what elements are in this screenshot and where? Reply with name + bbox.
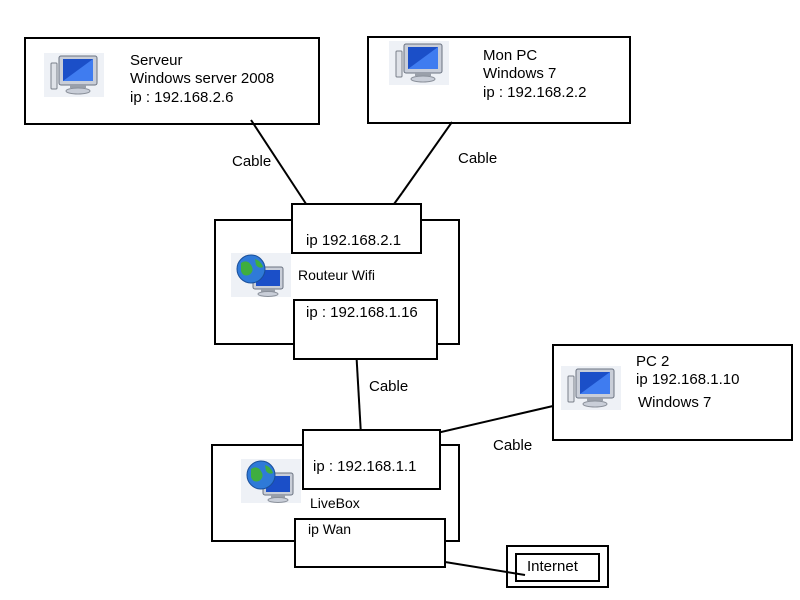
serveur-os: Windows server 2008 xyxy=(130,70,275,87)
wire-serveur-routeur xyxy=(250,119,313,214)
monpc-name: Mon PC xyxy=(483,47,538,64)
network-globe-computer-icon xyxy=(231,253,291,297)
livebox-wan-ip: ip Wan xyxy=(308,521,352,537)
cable-label: Cable xyxy=(493,437,533,454)
cable-label: Cable xyxy=(458,150,498,167)
livebox-name: LiveBox xyxy=(310,495,360,511)
routeur-lan-port xyxy=(291,203,422,254)
node-monpc xyxy=(367,36,631,124)
internet-inner-frame xyxy=(515,553,600,582)
pc2-name: PC 2 xyxy=(636,353,670,370)
serveur-ip: ip : 192.168.2.6 xyxy=(130,89,234,106)
node-pc2 xyxy=(552,344,793,441)
routeur-name: Routeur Wifi xyxy=(298,267,376,283)
computer-icon xyxy=(561,366,621,410)
routeur-wan-ip: ip : 192.168.1.16 xyxy=(306,304,418,321)
internet-label: Internet xyxy=(527,558,578,575)
cable-label: Cable xyxy=(369,378,409,395)
monpc-ip: ip : 192.168.2.2 xyxy=(483,84,587,101)
pc2-ip: ip 192.168.1.10 xyxy=(636,371,740,388)
node-internet xyxy=(506,545,609,588)
node-serveur xyxy=(24,37,320,125)
serveur-name: Serveur xyxy=(130,52,183,69)
cable-label: Cable xyxy=(232,153,272,170)
pc2-os: Windows 7 xyxy=(638,394,712,411)
wire-routeur-livebox xyxy=(355,347,362,436)
routeur-lan-ip: ip 192.168.2.1 xyxy=(306,232,402,249)
network-globe-computer-icon xyxy=(241,459,301,503)
livebox-lan-port xyxy=(302,429,441,490)
computer-icon xyxy=(44,53,104,97)
monpc-os: Windows 7 xyxy=(483,65,557,82)
computer-icon xyxy=(389,41,449,85)
livebox-wan-port xyxy=(294,518,446,568)
wire-monpc-routeur-a xyxy=(401,121,453,194)
livebox-lan-ip: ip : 192.168.1.1 xyxy=(313,458,417,475)
routeur-wan-port xyxy=(293,299,438,360)
